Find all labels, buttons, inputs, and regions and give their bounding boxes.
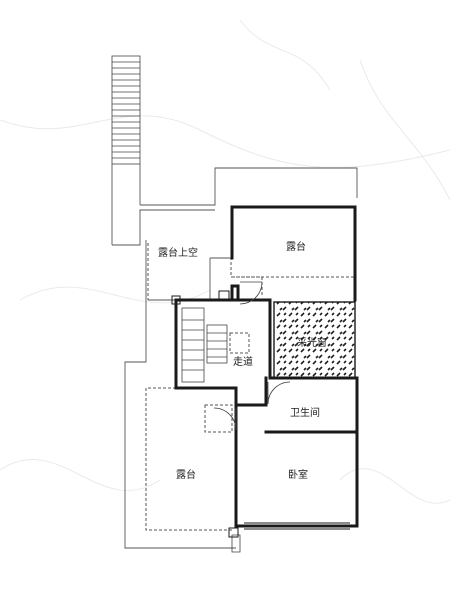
skylight-hatch [273,301,356,379]
interior-stair [181,307,228,383]
door-swings [213,281,291,553]
room-label-bedroom: 卧室 [288,468,308,481]
room-label-bathroom: 卫生间 [290,406,320,419]
bedroom-window [244,522,350,530]
room-label-corridor: 走道 [233,355,253,368]
column-blocks [171,290,239,538]
room-label-terrace-void: 露台上空 [158,246,198,259]
room-label-terrace-bottom: 露台 [176,468,196,481]
exterior-staircase [111,55,141,245]
room-label-skylight: 采光窗 [297,336,327,349]
outline-lines [112,167,358,549]
walls [174,205,359,528]
marble-background [0,19,450,504]
room-label-terrace-top: 露台 [286,240,306,253]
